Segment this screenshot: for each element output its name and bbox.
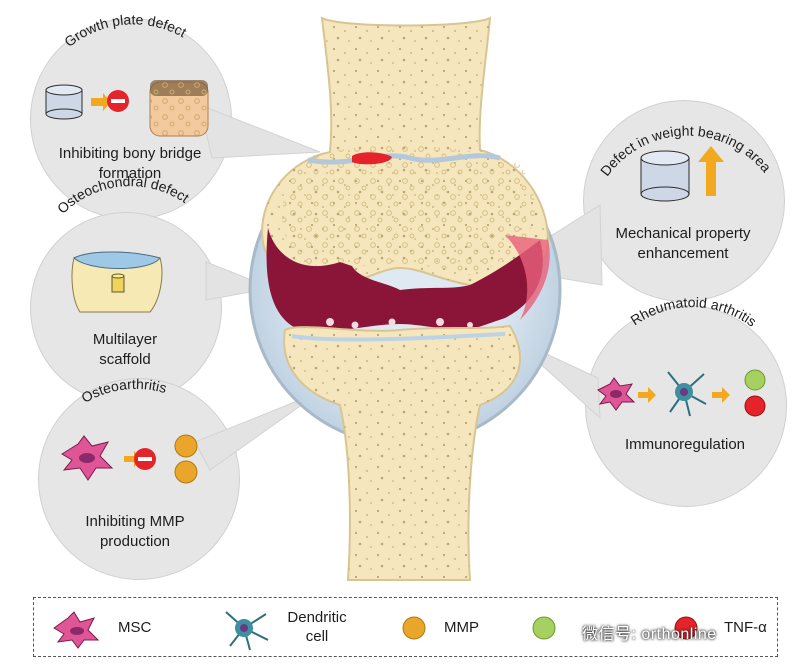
bone-growth-plate-icon	[149, 80, 209, 137]
legend-tnf-icon	[674, 616, 698, 640]
inhibit-icon	[134, 448, 156, 470]
legend-msc-icon	[53, 611, 100, 649]
connector-wedges	[194, 104, 603, 471]
legend-dendritic-label: Dendritic cell	[287, 609, 347, 645]
multilayer-scaffold-icon	[71, 251, 163, 313]
msc-cell-icon	[61, 435, 114, 481]
weight-bearing-caption: Mechanical property enhancement	[615, 225, 751, 262]
inhibit-icon	[107, 90, 129, 112]
rheumatoid-title: Rheumatoid arthritis	[628, 294, 760, 330]
mmp-icon	[174, 434, 198, 458]
tibia-cartilage	[291, 332, 506, 342]
synovium	[266, 228, 543, 331]
growth-plate-title: Growth plate defect	[61, 11, 189, 50]
arrow-icon	[712, 387, 730, 403]
legend-mmp-icon	[402, 616, 426, 640]
legend-mmp-label: MMP	[444, 619, 479, 636]
tnf-alpha-icon	[744, 395, 766, 417]
arrow-icon	[91, 93, 111, 111]
legend: MSC Dendritic cell MMP TNF-α	[33, 597, 778, 657]
rheumatoid-caption: Immunoregulation	[624, 436, 746, 453]
watermark: 微信号: orthonline	[582, 626, 717, 643]
growth-plate-line	[307, 153, 501, 165]
legend-msc-label: MSC	[118, 619, 152, 636]
legend-icons	[53, 611, 698, 651]
msc-cell-icon	[597, 377, 636, 411]
scaffold-cylinder-icon	[45, 84, 83, 120]
scaffold-cylinder-icon	[640, 150, 690, 202]
osteochondral-caption: Multilayer scaffold	[92, 331, 158, 368]
legend-cytokine-icon	[532, 616, 556, 640]
legend-tnf-label: TNF-α	[724, 619, 767, 636]
mmp-icon	[174, 460, 198, 484]
osteoarthritis-caption: Inhibiting MMP production	[85, 513, 185, 550]
up-arrow-icon	[698, 146, 724, 196]
legend-dendritic-icon	[225, 611, 269, 651]
cytokine-green-icon	[744, 369, 766, 391]
arrow-icon	[638, 387, 656, 403]
cartilage-erosion-spots	[326, 318, 473, 329]
dendritic-cell-icon	[667, 371, 707, 417]
growth-plate-caption: Inhibiting bony bridge formation	[58, 145, 202, 182]
osteoarthritis-title: Osteoarthritis	[79, 376, 169, 406]
bony-bridge-defect	[352, 152, 392, 165]
